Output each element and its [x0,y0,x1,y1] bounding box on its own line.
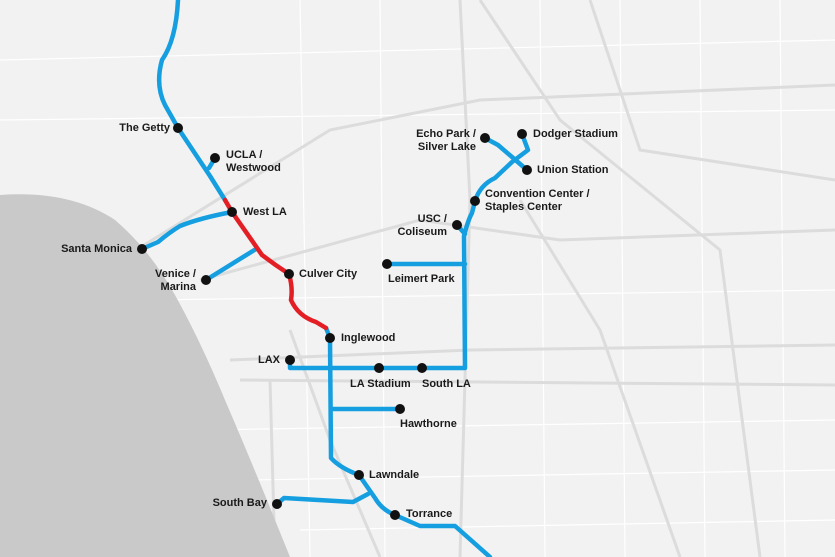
station-label-south-bay[interactable]: South Bay [212,497,267,509]
station-label-lawndale[interactable]: Lawndale [369,469,420,481]
station-label-lax[interactable]: LAX [258,354,280,366]
station-label-leimert-park[interactable]: Leimert Park [388,273,455,285]
station-label-ucla[interactable]: UCLA / Westwood [226,149,281,174]
station-label-hawthorne[interactable]: Hawthorne [400,418,457,430]
station-label-west-la[interactable]: West LA [243,206,287,218]
station-label-venice[interactable]: Venice / Marina [155,268,196,293]
station-label-getty[interactable]: The Getty [119,122,170,134]
highlighted-segment [222,197,329,331]
station-label-culver-city[interactable]: Culver City [299,268,358,280]
station-label-la-stadium[interactable]: LA Stadium [350,378,411,390]
station-label-santa-monica[interactable]: Santa Monica [61,243,132,255]
station-label-torrance[interactable]: Torrance [406,508,453,520]
station-label-convention-center[interactable]: Convention Center / Staples Center [485,188,590,213]
ocean [0,194,290,557]
station-label-echo-park[interactable]: Echo Park / Silver Lake [416,128,476,153]
station-label-inglewood[interactable]: Inglewood [341,332,396,344]
station-label-usc[interactable]: USC / Coliseum [397,213,447,238]
station-label-union-station[interactable]: Union Station [537,164,609,176]
station-label-south-la[interactable]: South LA [422,378,471,390]
station-label-dodger-stadium[interactable]: Dodger Stadium [533,128,618,140]
station-dots [137,123,532,520]
